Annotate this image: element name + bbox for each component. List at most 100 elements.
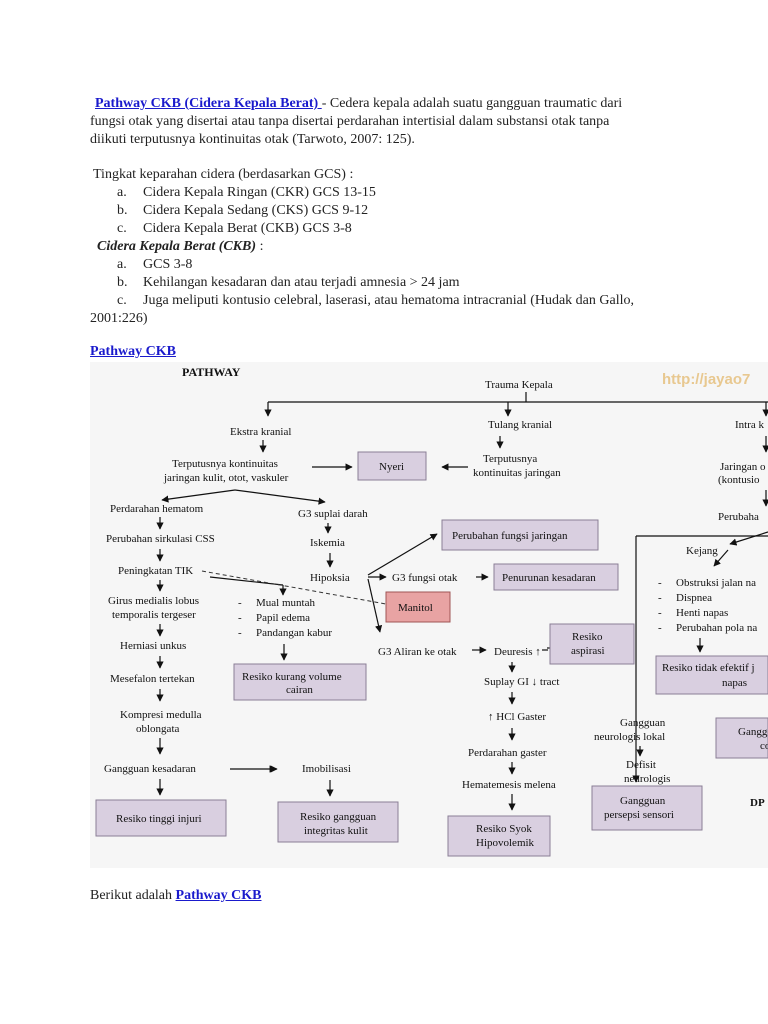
pathway-diagram: PATHWAY http://jayao7 Trauma Kepala Ekst… xyxy=(90,362,768,868)
list-bullet: - xyxy=(238,612,242,624)
list-item: Cidera Kepala Berat (CKB) GCS 3-8 xyxy=(143,221,352,236)
node-defisit-a: Defisit xyxy=(626,759,656,771)
node-kejang: Kejang xyxy=(686,545,718,557)
node-defisit-b: neurologis xyxy=(624,773,670,785)
dashed-line xyxy=(201,570,387,605)
intro-text-1: - Cedera kepala adalah suatu gangguan tr… xyxy=(321,96,623,111)
diagram-title: PATHWAY xyxy=(182,365,241,379)
node-mual: Mual muntah xyxy=(256,597,315,609)
node-herniasi: Herniasi unkus xyxy=(120,640,186,652)
arrow xyxy=(161,489,236,503)
integritas-box xyxy=(277,801,399,843)
node-resiko-napas-b: napas xyxy=(722,677,747,689)
node-dp: DP xyxy=(750,797,765,809)
arrow xyxy=(367,578,383,633)
node-nyeri: Nyeri xyxy=(379,461,404,473)
ckb-colon: : xyxy=(256,239,264,254)
list-bullet: - xyxy=(658,622,662,634)
node-injuri: Resiko tinggi injuri xyxy=(116,813,202,825)
node-persepsi-a: Gangguan xyxy=(620,795,666,807)
node-penurunan: Penurunan kesadaran xyxy=(502,572,596,584)
list-marker: b. xyxy=(117,203,128,218)
node-integritas-a: Resiko gangguan xyxy=(300,811,377,823)
node-syok-a: Resiko Syok xyxy=(476,823,532,835)
list-bullet: - xyxy=(238,597,242,609)
pathway-ckb-link[interactable]: Pathway CKB (Cidera Kepala Berat) xyxy=(95,96,322,111)
node-aliran: G3 Aliran ke otak xyxy=(378,646,457,658)
node-trauma: Trauma Kepala xyxy=(485,379,553,391)
intro-paragraph: Pathway CKB (Cidera Kepala Berat) - Cede… xyxy=(95,95,695,113)
arrow xyxy=(713,549,729,567)
penurunan-box xyxy=(493,563,619,591)
list-marker: a. xyxy=(117,257,127,272)
node-resiko-cairan-a: Resiko kurang volume xyxy=(242,671,342,683)
resiko-napas-box xyxy=(655,655,768,695)
ckb-heading-line: Cidera Kepala Berat (CKB) : xyxy=(97,238,263,256)
persepsi-box xyxy=(591,785,703,831)
node-henti: Henti napas xyxy=(676,607,728,619)
nyeri-box xyxy=(357,451,427,481)
footer-line: Berikut adalah Pathway CKB xyxy=(90,887,261,905)
list-bullet: - xyxy=(238,627,242,639)
node-resiko-aspirasi-a: Resiko xyxy=(572,631,603,643)
node-gangguan-neuro-a: Gangguan xyxy=(620,717,666,729)
list-bullet: - xyxy=(658,577,662,589)
intro-text-3: diikuti terputusnya kontinuitas otak (Ta… xyxy=(90,132,415,147)
node-tulang: Tulang kranial xyxy=(488,419,552,431)
arrow xyxy=(729,531,768,546)
perubahan-fungsi-box xyxy=(441,519,599,551)
node-putus1a: Terputusnya kontinuitas xyxy=(172,458,278,470)
injuri-box xyxy=(95,799,227,837)
list-item: Kehilangan kesadaran dan atau terjadi am… xyxy=(143,275,460,290)
node-girus-b: temporalis tergeser xyxy=(112,609,196,621)
aspirasi-box xyxy=(549,623,635,665)
severity-heading: Tingkat keparahan cidera (berdasarkan GC… xyxy=(93,167,354,182)
node-intra: Intra k xyxy=(735,419,765,431)
footer-text: Berikut adalah xyxy=(90,888,176,903)
pathway-diagram-svg: PATHWAY http://jayao7 Trauma Kepala Ekst… xyxy=(95,365,768,857)
node-mesefalon: Mesefalon tertekan xyxy=(110,673,195,685)
ckb-continuation: 2001:226) xyxy=(90,311,148,326)
node-resiko-aspirasi-b: aspirasi xyxy=(571,645,605,657)
node-gangg-r-a: Gangg xyxy=(738,726,768,738)
watermark-text: http://jayao7 xyxy=(662,371,750,388)
node-papil: Papil edema xyxy=(256,612,310,624)
arrow xyxy=(234,489,326,505)
node-integritas-b: integritas kulit xyxy=(304,825,368,837)
list-marker: c. xyxy=(117,293,127,308)
node-hipoksia: Hipoksia xyxy=(310,572,350,584)
node-persepsi-b: persepsi sensori xyxy=(604,809,674,821)
syok-box xyxy=(447,815,551,857)
footer-pathway-link[interactable]: Pathway CKB xyxy=(175,888,262,903)
node-gangg-r-b: co xyxy=(760,740,768,752)
node-g3-fungsi: G3 fungsi otak xyxy=(392,572,458,584)
node-pola: Perubahan pola na xyxy=(676,622,757,634)
cairan-box xyxy=(233,663,367,701)
node-perdarahan-gaster: Perdarahan gaster xyxy=(468,747,547,759)
node-perubahan-r: Perubaha xyxy=(718,511,759,523)
node-perdarahan-hematom: Perdarahan hematom xyxy=(110,503,204,515)
list-marker: a. xyxy=(117,185,127,200)
node-tik: Peningkatan TIK xyxy=(118,565,193,577)
node-gangguan-kesadaran: Gangguan kesadaran xyxy=(104,763,196,775)
list-item: Cidera Kepala Sedang (CKS) GCS 9-12 xyxy=(143,203,369,218)
node-obstruksi: Obstruksi jalan na xyxy=(676,577,756,589)
node-gangguan-neuro-b: neurologis lokal xyxy=(594,731,665,743)
list-item: Cidera Kepala Ringan (CKR) GCS 13-15 xyxy=(143,185,376,200)
node-hematemesis: Hematemesis melena xyxy=(462,779,556,791)
node-suplay: Suplay GI ↓ tract xyxy=(484,676,559,688)
ckb-heading: Cidera Kepala Berat (CKB) xyxy=(97,239,257,254)
node-jaringan-b: (kontusio xyxy=(718,474,760,486)
node-imobilisasi: Imobilisasi xyxy=(302,763,351,775)
node-girus-a: Girus medialis lobus xyxy=(108,595,199,607)
list-item: Juga meliputi kontusio celebral, laseras… xyxy=(143,293,634,308)
node-pandangan: Pandangan kabur xyxy=(256,627,332,639)
node-kompresi-b: oblongata xyxy=(136,723,179,735)
list-marker: b. xyxy=(117,275,128,290)
arrow xyxy=(367,533,438,576)
node-resiko-napas-a: Resiko tidak efektif j xyxy=(662,662,755,674)
pathway-link[interactable]: Pathway CKB xyxy=(90,344,176,359)
node-putus1b: jaringan kulit, otot, vaskuler xyxy=(163,472,289,484)
node-manitol: Manitol xyxy=(398,602,433,614)
node-resiko-cairan-b: cairan xyxy=(286,684,313,696)
